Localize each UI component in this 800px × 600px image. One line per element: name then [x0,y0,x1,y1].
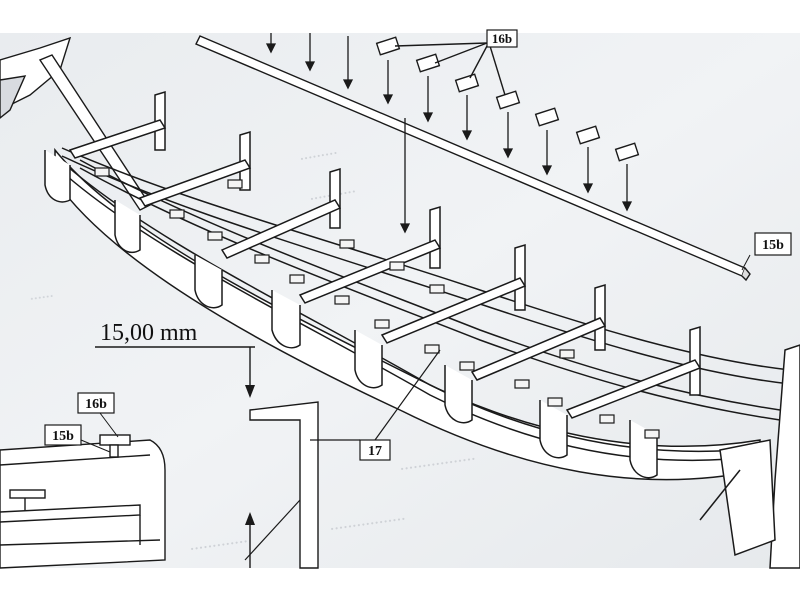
svg-text:......: ...... [28,284,54,304]
hull-frames [44,90,702,479]
bow-detail [0,36,152,211]
svg-text:15,00 mm: 15,00 mm [100,320,198,346]
label-17: 17 [310,349,441,461]
label-16b-top: 16b [486,29,518,48]
svg-text:15b: 15b [762,238,784,253]
svg-text:16b: 16b [492,31,512,46]
svg-text:15b: 15b [52,429,74,444]
svg-text:16b: 16b [85,397,107,412]
placement-arrows [265,33,633,234]
label-15b-right: 15b [741,232,792,271]
cross-section-detail [0,434,166,569]
label-16b-left: 16b [77,392,119,438]
label-15b-left: 15b [44,424,111,453]
keel-strip-15b [195,35,751,282]
svg-text:17: 17 [368,444,382,459]
parts-16b-group [375,36,640,162]
dimension-annotation: 15,00 mm [95,320,319,569]
deck-blocks [94,167,660,439]
stern-detail [699,344,800,569]
